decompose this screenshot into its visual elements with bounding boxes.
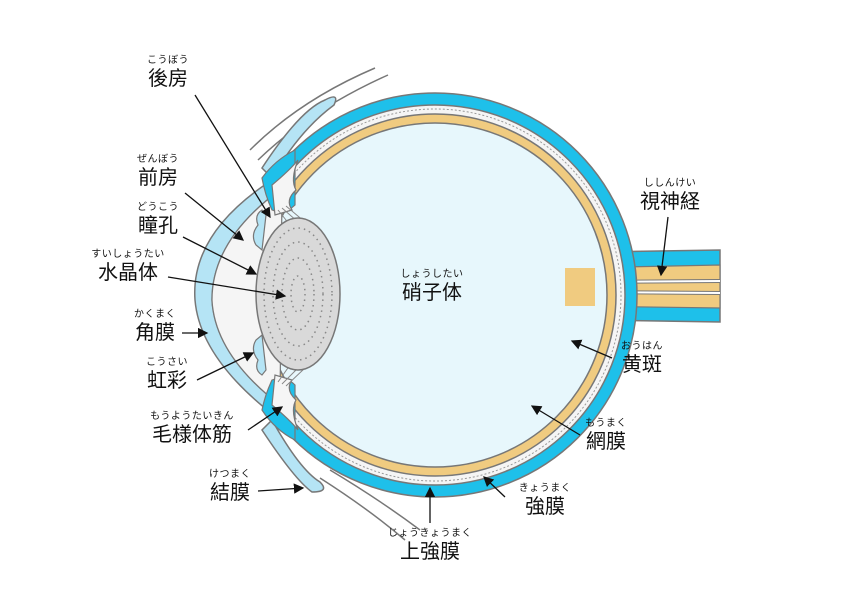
label-text: 虹彩 (147, 368, 187, 392)
label-text: 角膜 (135, 320, 175, 344)
conjunctiva-lower (261, 418, 325, 493)
label-zenbo: ぜんぼう前房 (137, 154, 179, 189)
furigana: じょうきょうまく (388, 528, 472, 539)
label-text: 上強膜 (400, 539, 460, 563)
label-text: 硝子体 (402, 280, 462, 304)
arrow-doko (182, 236, 258, 275)
furigana: けつまく (209, 469, 251, 480)
furigana: こうさい (146, 357, 188, 368)
arrow-moyotaikin (247, 406, 284, 431)
arrow-ohan (570, 339, 613, 359)
label-text: 視神経 (640, 189, 700, 213)
arrow-shishinkei (656, 216, 669, 277)
label-text: 結膜 (210, 480, 250, 504)
arrow-kobo (194, 94, 271, 219)
label-kobo: こうぼう後房 (147, 55, 189, 90)
arrow-suishotai (167, 276, 287, 300)
label-text: 瞳孔 (138, 213, 178, 237)
label-moyotaikin: もうようたいきん毛様体筋 (150, 411, 234, 446)
label-kakumaku: かくまく角膜 (134, 309, 176, 344)
furigana: ぜんぼう (137, 154, 179, 165)
label-shishinkei: ししんけい視神経 (640, 178, 700, 213)
crystalline-lens (255, 217, 341, 371)
arrow-kyomaku (483, 476, 506, 498)
furigana: かくまく (134, 309, 176, 320)
label-shoshitai: しょうしたい硝子体 (400, 269, 464, 304)
furigana: すいしょうたい (91, 249, 165, 260)
eyeball (262, 92, 638, 498)
furigana: おうはん (621, 341, 663, 352)
label-text: 毛様体筋 (151, 422, 232, 446)
furigana: こうぼう (147, 55, 189, 66)
label-text: 水晶体 (98, 260, 158, 284)
label-momaku: もうまく網膜 (585, 418, 627, 453)
label-text: 黄斑 (622, 352, 662, 376)
label-kyomaku: きょうまく強膜 (518, 483, 572, 518)
furigana: きょうまく (518, 483, 572, 494)
label-text: 前房 (138, 165, 178, 189)
label-doko: どうこう瞳孔 (137, 202, 179, 237)
label-ohan: おうはん黄斑 (621, 341, 663, 376)
furigana: どうこう (137, 202, 179, 213)
label-jokyomaku: じょうきょうまく上強膜 (388, 528, 472, 563)
arrow-ketsumaku (257, 483, 305, 494)
furigana: しょうしたい (400, 269, 464, 280)
arrow-momaku (530, 405, 581, 436)
label-kosai: こうさい虹彩 (146, 357, 188, 392)
furigana: もうようたいきん (150, 411, 234, 422)
leader-arrows (167, 94, 669, 523)
arrow-kosai (196, 352, 255, 381)
label-ketsumaku: けつまく結膜 (209, 469, 251, 504)
arrow-zenbo (184, 192, 245, 241)
eyelid-lines (249, 67, 421, 541)
furigana: もうまく (585, 418, 627, 429)
iris-upper (252, 209, 267, 252)
label-text: 強膜 (525, 494, 565, 518)
furigana: ししんけい (643, 178, 697, 189)
anterior-chamber (211, 189, 283, 407)
label-text: 網膜 (585, 429, 626, 453)
conjunctiva-upper (261, 96, 337, 180)
label-suishotai: すいしょうたい水晶体 (91, 249, 165, 284)
iris-lower (252, 333, 267, 376)
label-text: 後房 (148, 66, 188, 90)
